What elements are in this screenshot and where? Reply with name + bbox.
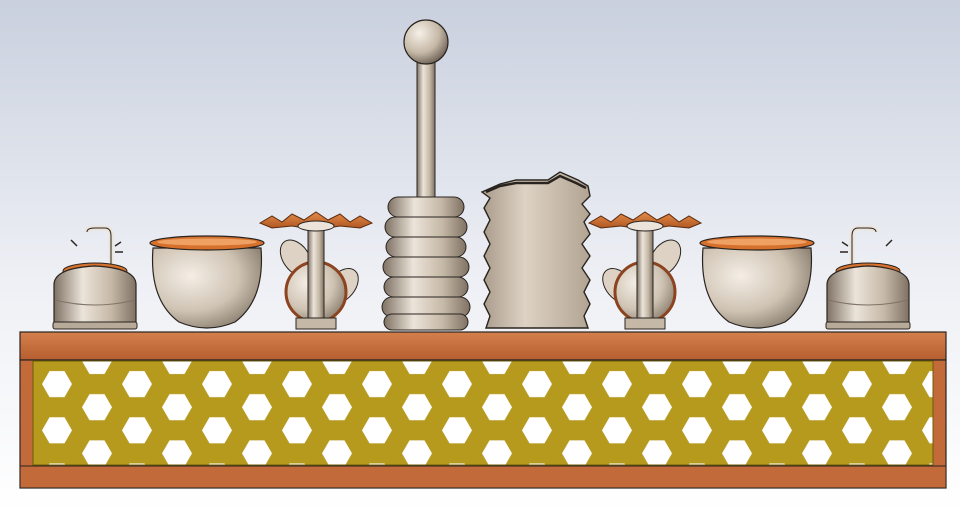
ring-stack — [381, 196, 471, 331]
flower-lamp-icon — [258, 211, 374, 330]
shelf-top-board — [19, 331, 947, 361]
flower-lamp-icon — [587, 211, 703, 330]
honeycomb-panel — [32, 360, 934, 466]
bowl-icon — [149, 235, 265, 329]
stepped-book-icon — [480, 171, 591, 329]
kettle-icon — [52, 225, 138, 330]
kettle-icon — [825, 225, 911, 330]
shelf — [19, 331, 947, 489]
bowl-icon — [699, 235, 815, 329]
shelf-bottom-rail — [19, 465, 947, 489]
stacked-rings-staff-icon — [381, 19, 471, 331]
